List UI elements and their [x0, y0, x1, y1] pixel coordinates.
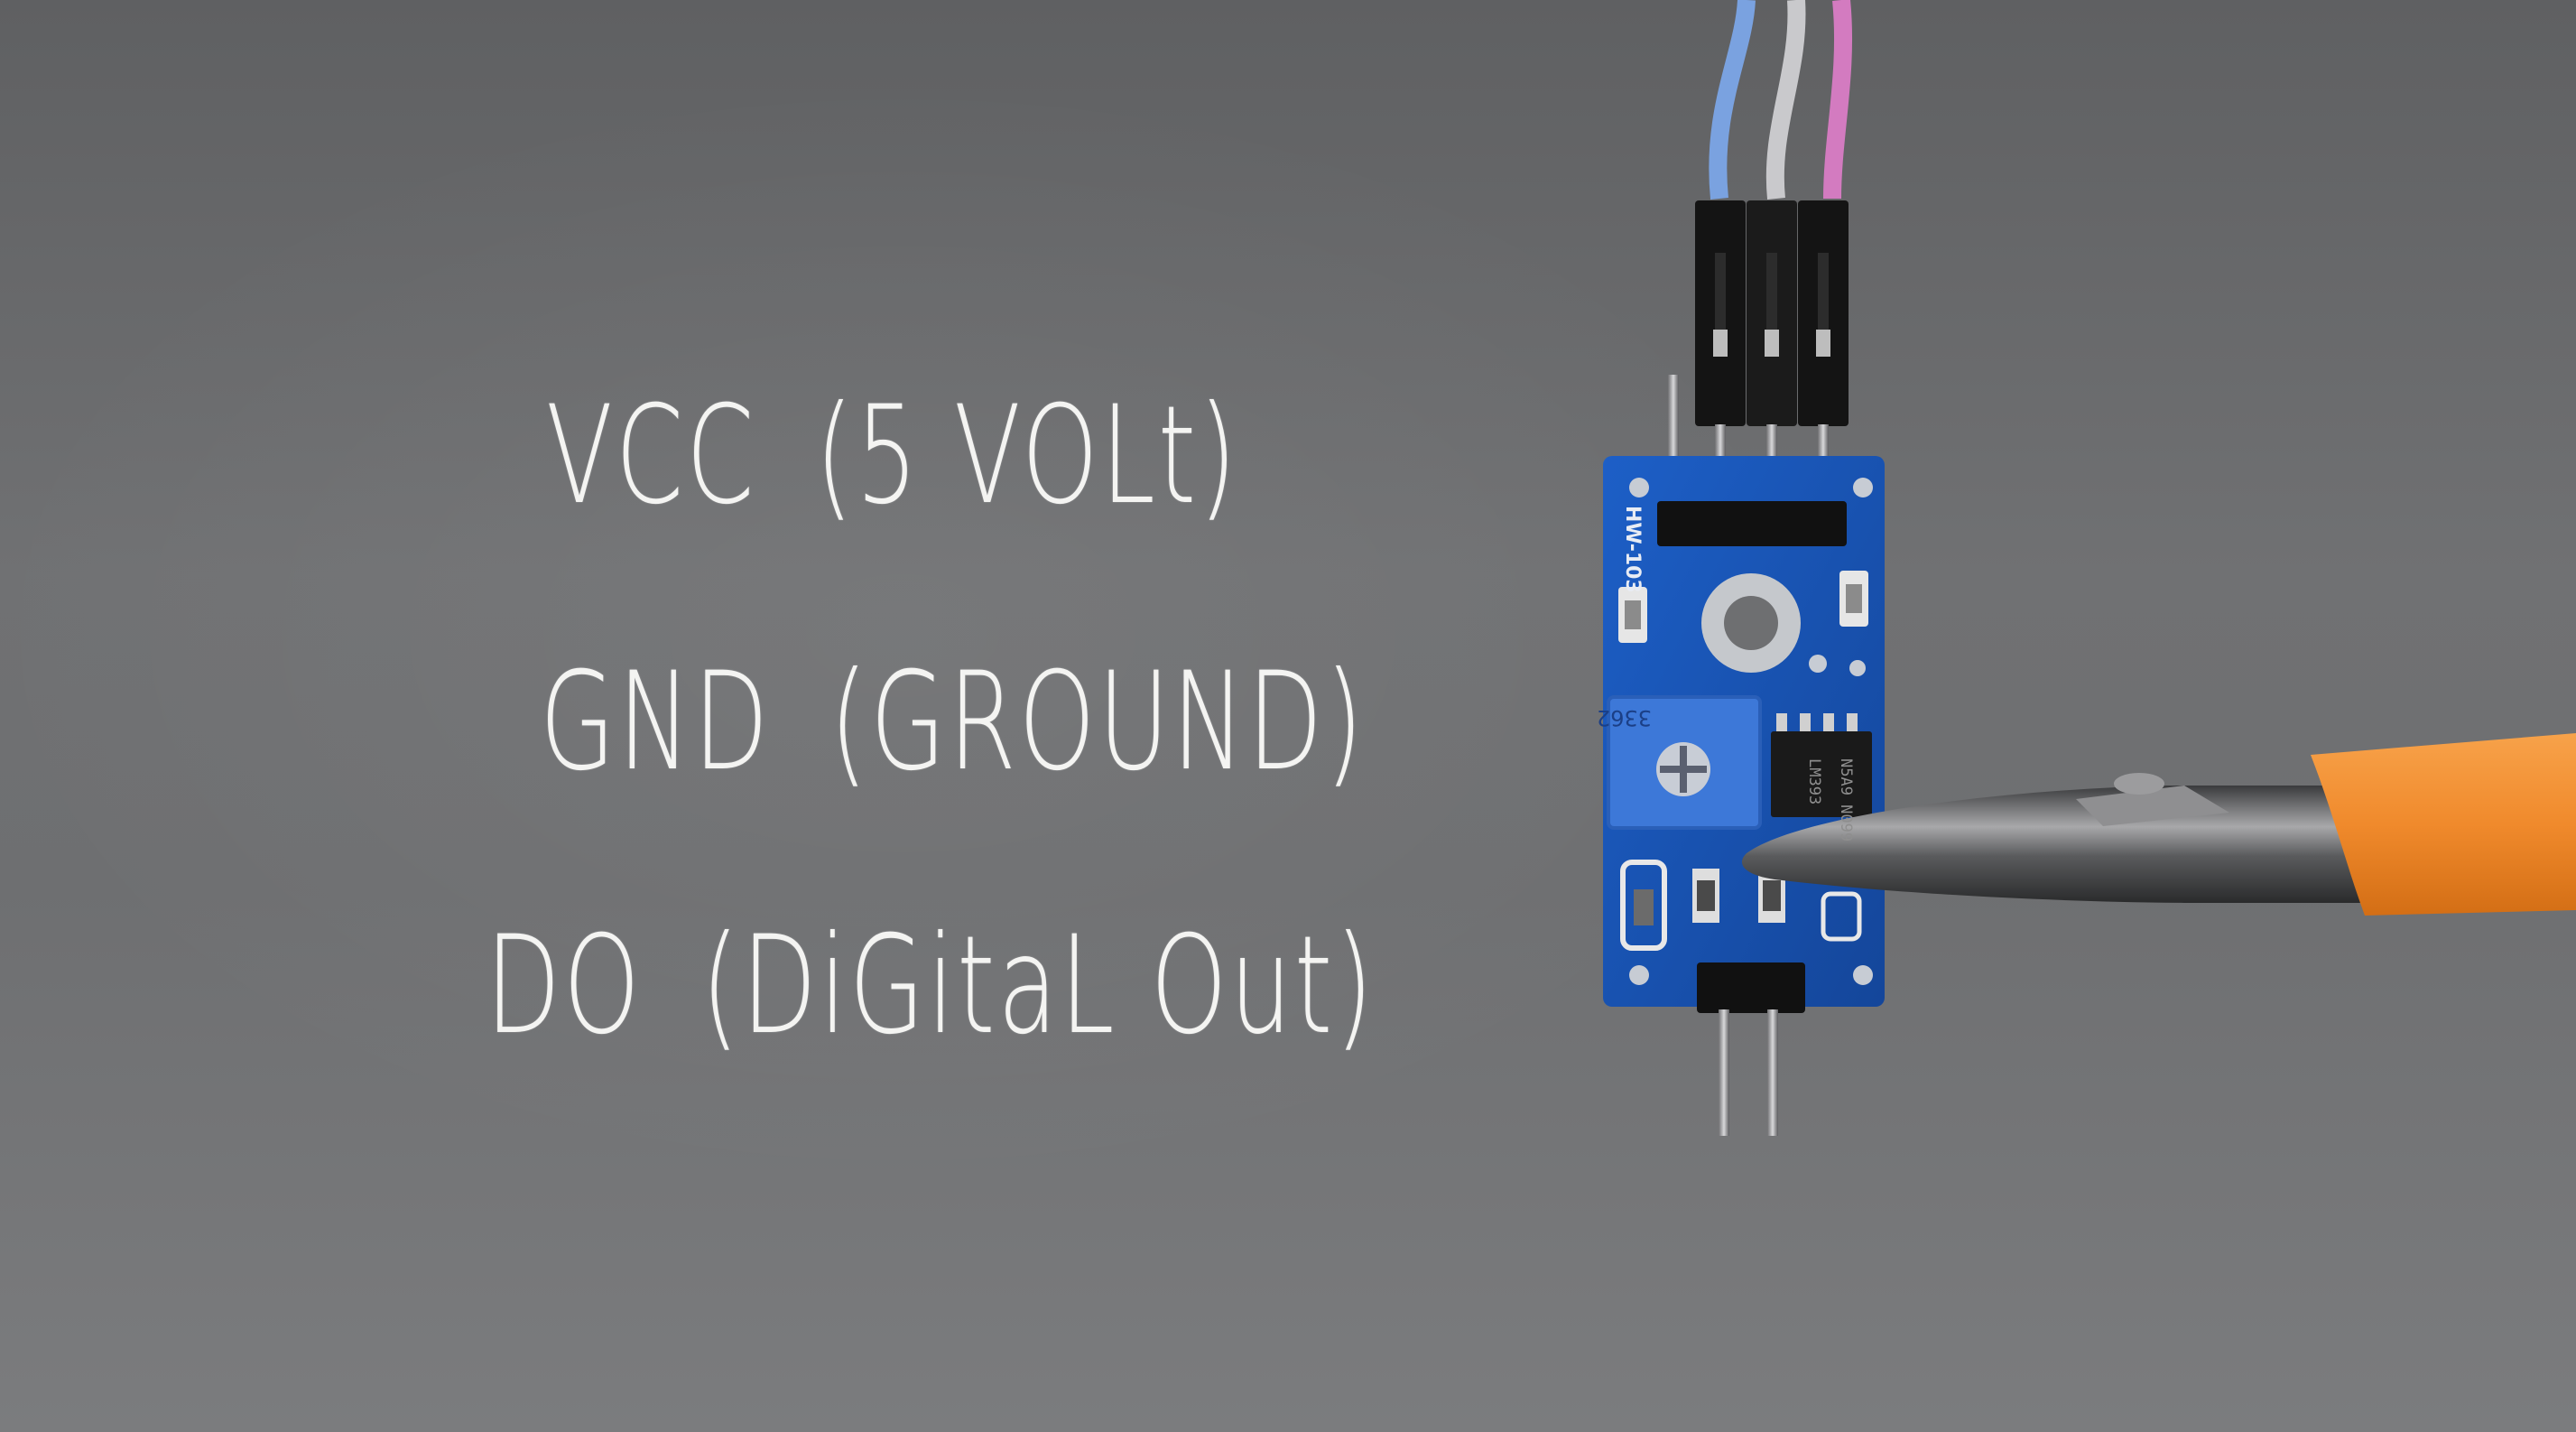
probe-pins — [1719, 1009, 1778, 1136]
wire-gray — [1765, 0, 1806, 200]
legend-gnd: GND (GROUND) — [540, 644, 1366, 801]
alligator-clip — [1741, 773, 2437, 903]
board-model-label: HW-103 — [1621, 506, 1644, 593]
pin-desc-do: (DiGitaL Out) — [700, 907, 1376, 1065]
legend-do: DO (DiGitaL Out) — [486, 907, 1376, 1065]
pin-name-gnd: GND — [540, 644, 772, 801]
wire-blue — [1709, 0, 1756, 200]
legend-vcc: VCC (5 VOLt) — [546, 377, 1239, 535]
pin-desc-vcc: (5 VOLt) — [815, 377, 1240, 535]
chip-code-label: LM393 — [1805, 758, 1823, 804]
pin-desc-gnd: (GROUND) — [829, 644, 1367, 801]
dupont-connectors — [1695, 200, 1849, 426]
wire-pink — [1823, 0, 1853, 200]
clip-handle — [2311, 733, 2576, 916]
chip-batch-label: N5A9 N099 — [1837, 758, 1855, 842]
trimmer-code-label: 3362 — [1597, 705, 1652, 730]
pin-name-do: DO — [486, 907, 643, 1065]
pin-name-vcc: VCC — [546, 377, 757, 535]
